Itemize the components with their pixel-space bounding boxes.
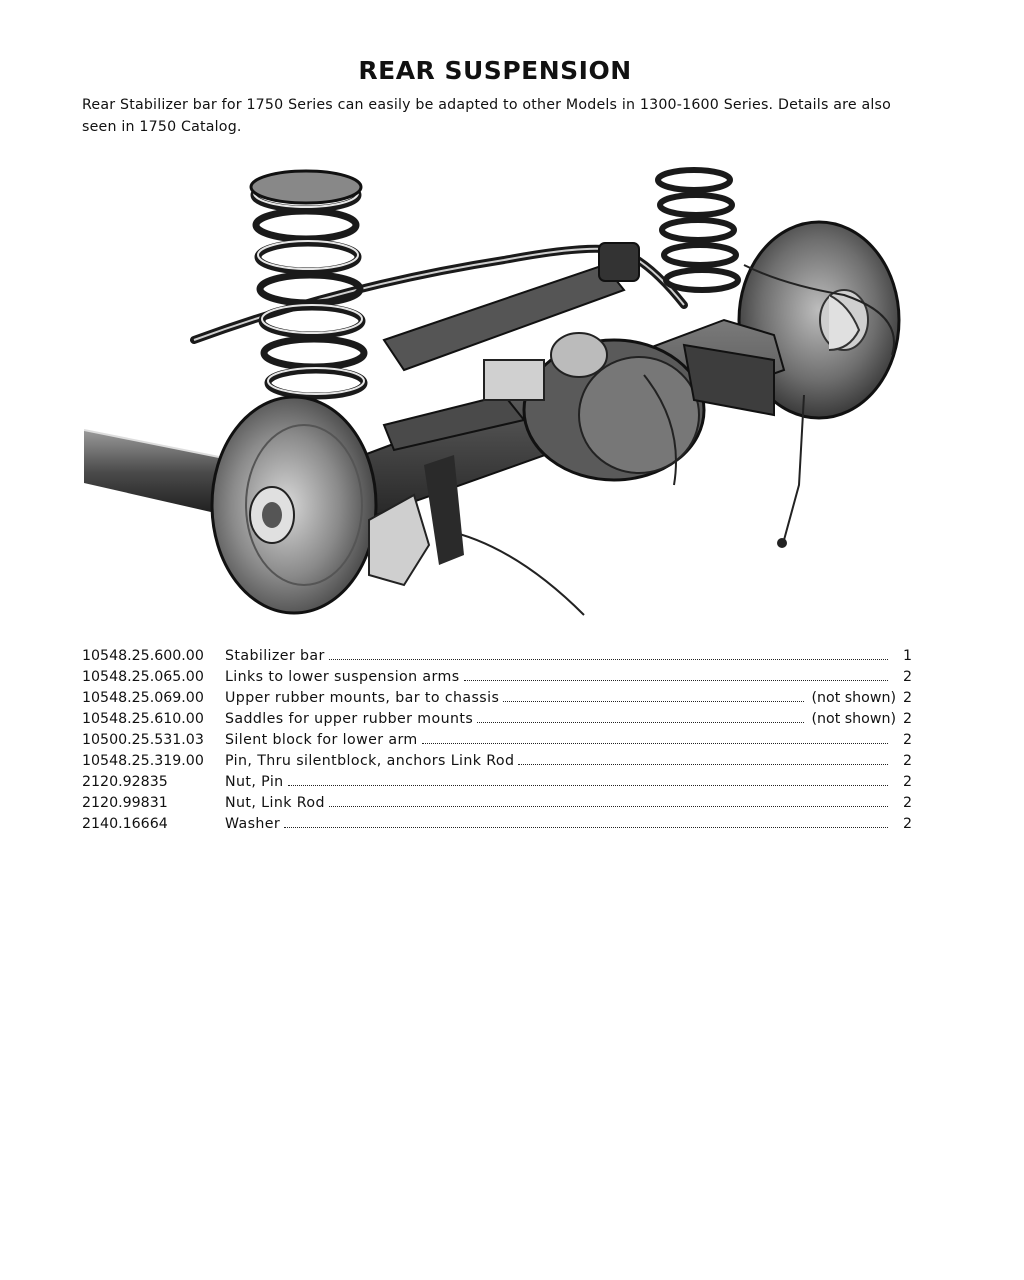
part-quantity: 2 [902, 816, 912, 832]
part-number: 10548.25.610.00 [82, 711, 204, 727]
description-text: Nut, Link Rod [225, 795, 325, 811]
dot-leader [503, 701, 804, 702]
part-number: 2120.99831 [82, 795, 168, 811]
table-row: 2120.99831 Nut, Link Rod 2 [82, 793, 912, 814]
dot-leader [287, 785, 888, 786]
part-note: (not shown) [811, 711, 896, 727]
description-text: Washer [225, 816, 281, 832]
part-note: (not shown) [811, 690, 896, 706]
part-description: Stabilizer bar [225, 646, 896, 667]
table-row: 10500.25.531.03 Silent block for lower a… [82, 730, 912, 751]
table-row: 10548.25.319.00 Pin, Thru silentblock, a… [82, 751, 912, 772]
description-text: Saddles for upper rubber mounts [225, 711, 474, 727]
part-number: 10548.25.319.00 [82, 753, 204, 769]
dot-leader [463, 680, 888, 681]
description-text: Pin, Thru silentblock, anchors Link Rod [225, 753, 515, 769]
table-row: 10548.25.069.00 Upper rubber mounts, bar… [82, 688, 912, 709]
dot-leader [328, 659, 888, 660]
part-quantity: 2 [902, 753, 912, 769]
part-quantity: 2 [902, 669, 912, 685]
table-row: 2140.16664 Washer 2 [82, 814, 912, 835]
description-text: Nut, Pin [225, 774, 284, 790]
table-row: 2120.92835 Nut, Pin 2 [82, 772, 912, 793]
part-description: Silent block for lower arm [225, 730, 896, 751]
table-row: 10548.25.065.00 Links to lower suspensio… [82, 667, 912, 688]
part-description: Links to lower suspension arms [225, 667, 896, 688]
dot-leader [328, 806, 888, 807]
part-number: 10500.25.531.03 [82, 732, 204, 748]
part-number: 2140.16664 [82, 816, 168, 832]
description-text: Upper rubber mounts, bar to chassis [225, 690, 500, 706]
part-quantity: 1 [902, 648, 912, 664]
description-text: Stabilizer bar [225, 648, 325, 664]
part-number: 10548.25.069.00 [82, 690, 204, 706]
part-quantity: 2 [902, 732, 912, 748]
part-quantity: 2 [902, 711, 912, 727]
part-number: 2120.92835 [82, 774, 168, 790]
dot-leader [518, 764, 888, 765]
description-text: Links to lower suspension arms [225, 669, 460, 685]
dot-leader [284, 827, 888, 828]
part-description: Nut, Link Rod [225, 793, 896, 814]
dot-leader [421, 743, 888, 744]
dot-leader [477, 722, 804, 723]
part-number: 10548.25.600.00 [82, 648, 204, 664]
page-title: REAR SUSPENSION [358, 56, 632, 85]
part-number: 10548.25.065.00 [82, 669, 204, 685]
table-row: 10548.25.610.00 Saddles for upper rubber… [82, 709, 912, 730]
part-quantity: 2 [902, 774, 912, 790]
part-quantity: 2 [902, 690, 912, 706]
part-description: Pin, Thru silentblock, anchors Link Rod [225, 751, 896, 772]
rear-suspension-photo-icon [84, 167, 901, 616]
part-description: Washer [225, 814, 896, 835]
part-description: Saddles for upper rubber mounts (not sho… [225, 709, 896, 730]
table-row: 10548.25.600.00 Stabilizer bar 1 [82, 646, 912, 667]
part-quantity: 2 [902, 795, 912, 811]
intro-paragraph: Rear Stabilizer bar for 1750 Series can … [82, 97, 892, 135]
part-description: Nut, Pin [225, 772, 896, 793]
parts-list: 10548.25.600.00 Stabilizer bar 1 10548.2… [82, 646, 912, 835]
part-description: Upper rubber mounts, bar to chassis (not… [225, 688, 896, 709]
description-text: Silent block for lower arm [225, 732, 418, 748]
